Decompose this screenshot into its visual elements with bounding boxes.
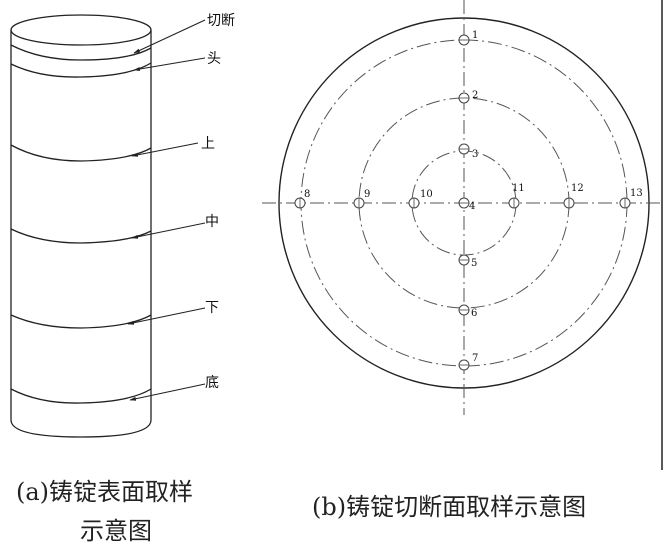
caption-b: (b)铸锭切断面取样示意图	[312, 493, 587, 521]
band-qieduan	[10, 44, 152, 61]
point-label-1: 1	[472, 30, 478, 41]
leader-tou	[133, 57, 206, 71]
point-label-5: 5	[471, 258, 477, 269]
label-di: 底	[205, 375, 219, 391]
caption-a-line2: 示意图	[80, 517, 152, 545]
leader-qieduan	[133, 19, 206, 54]
point-label-6: 6	[471, 308, 477, 319]
band-shang	[10, 144, 152, 162]
band-tou	[10, 62, 152, 78]
label-zhong: 中	[205, 214, 219, 230]
point-label-2: 2	[472, 90, 478, 101]
point-label-13: 13	[630, 188, 643, 199]
point-label-10: 10	[420, 189, 433, 200]
caption-a-line1: (a)铸锭表面取样	[16, 478, 194, 506]
label-xia: 下	[205, 300, 219, 316]
point-label-9: 9	[364, 189, 370, 200]
point-label-8: 8	[304, 189, 310, 200]
cylinder-bottom-arc	[10, 419, 152, 438]
band-zhong	[10, 228, 152, 244]
point-crosshairs	[299, 39, 626, 366]
leader-xia	[127, 307, 206, 325]
band-di	[10, 388, 152, 404]
band-xia	[10, 314, 152, 329]
leader-di	[129, 383, 206, 401]
point-label-12: 12	[571, 183, 584, 194]
ingot-cylinder	[10, 14, 152, 438]
point-label-4: 4	[469, 201, 475, 212]
label-shang: 上	[201, 136, 215, 152]
label-tou: 头	[207, 51, 221, 67]
cylinder-top-ellipse	[10, 14, 152, 46]
leader-lines	[127, 19, 206, 401]
leader-zhong	[131, 222, 206, 239]
point-label-7: 7	[472, 353, 478, 364]
point-label-11: 11	[512, 183, 525, 194]
point-label-3: 3	[472, 149, 478, 160]
leader-shang	[131, 142, 199, 157]
label-qieduan: 切断	[207, 13, 235, 29]
